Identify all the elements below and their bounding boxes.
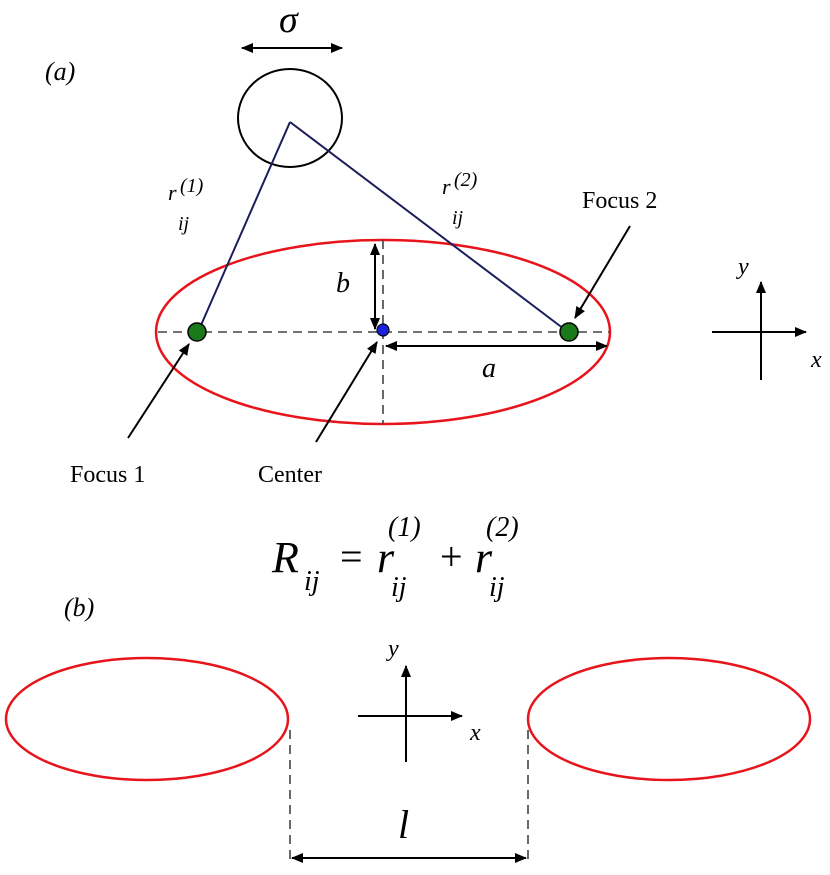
focus-2-point (559, 322, 579, 342)
focus-2-label: Focus 2 (582, 188, 657, 214)
r2-label: r (2) ij (442, 169, 478, 229)
left-ellipse (4, 656, 290, 782)
focus-1-point (187, 322, 207, 342)
svg-text:+: + (440, 534, 463, 579)
axis-x-label-a: x (810, 347, 822, 373)
r2-line (289, 121, 569, 333)
svg-text:(2): (2) (486, 512, 519, 543)
focus-1-pointer (127, 343, 190, 439)
svg-text:r: r (168, 180, 177, 205)
right-ellipse (526, 656, 812, 782)
axis-y-label-a: y (736, 254, 749, 280)
svg-text:(1): (1) (180, 175, 204, 197)
svg-text:ij: ij (489, 572, 505, 603)
svg-text:ij: ij (304, 566, 320, 597)
svg-text:r: r (377, 533, 395, 582)
b-label: b (336, 268, 350, 299)
axes-icon-a: x y (712, 254, 822, 380)
svg-text:r: r (442, 174, 451, 199)
center-pointer (315, 341, 378, 443)
a-label: a (482, 353, 496, 384)
svg-text:r: r (475, 533, 493, 582)
axis-y-label-b: y (386, 636, 399, 662)
focus-1-label: Focus 1 (70, 462, 145, 488)
svg-text:=: = (340, 534, 363, 579)
center-label: Center (258, 462, 322, 488)
svg-text:ij: ij (178, 213, 190, 235)
focus-2-pointer (574, 225, 631, 319)
l-label: l (398, 802, 409, 847)
panel-b-label: (b) (64, 593, 94, 622)
equation: R ij = r (1) ij + r (2) ij (271, 512, 519, 603)
particle-circle (237, 68, 343, 168)
svg-text:(1): (1) (388, 512, 421, 543)
svg-text:(2): (2) (454, 169, 478, 191)
panel-a-label: (a) (45, 57, 75, 86)
svg-text:R: R (271, 533, 299, 582)
svg-text:ij: ij (391, 572, 407, 603)
center-point (376, 323, 390, 337)
axes-icon-b: x y (358, 636, 481, 762)
sigma-label: σ (279, 0, 299, 41)
r1-label: r (1) ij (168, 175, 204, 235)
svg-text:ij: ij (452, 207, 464, 229)
r1-line (197, 121, 291, 333)
axis-x-label-b: x (469, 720, 481, 746)
